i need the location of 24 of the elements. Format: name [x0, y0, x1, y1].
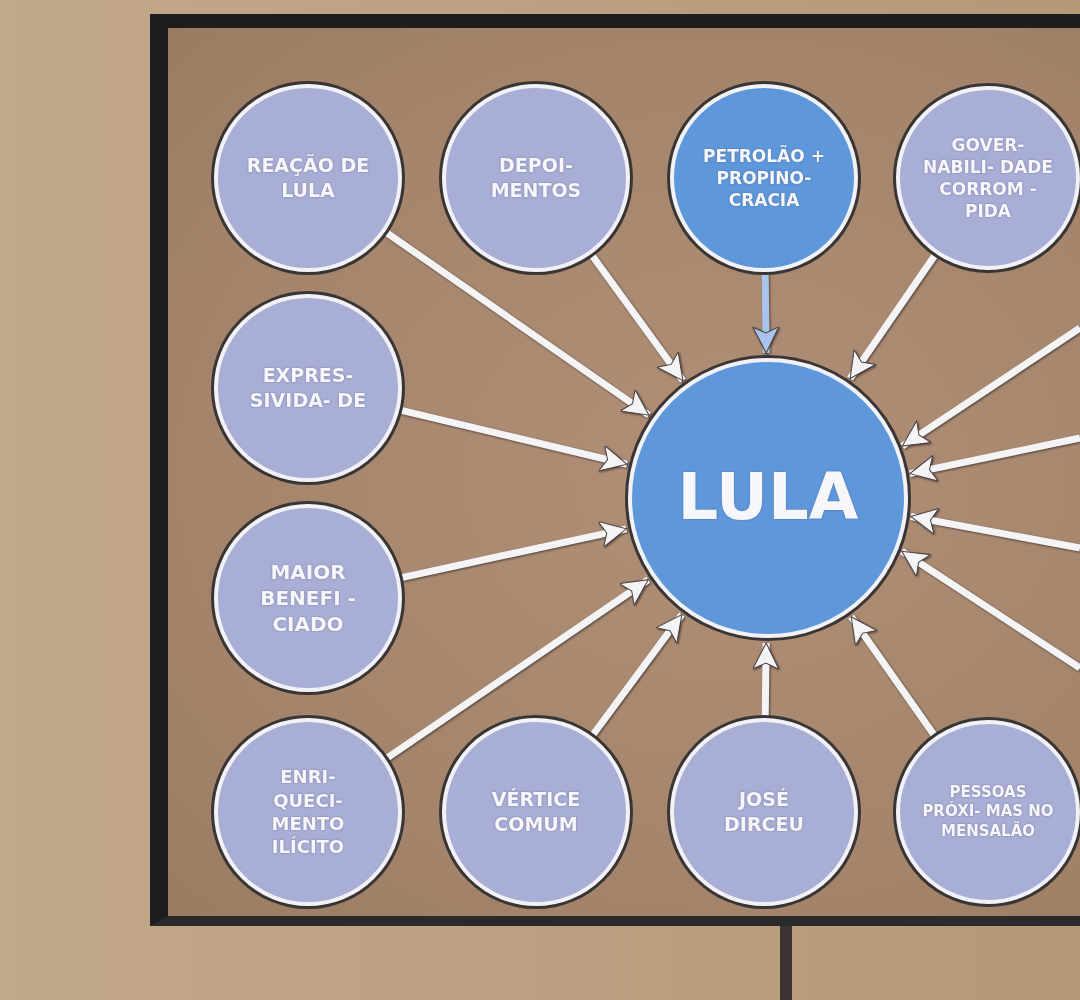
arrow: [752, 273, 780, 354]
topic-label: MAIOR BENEFI -CIADO: [259, 559, 357, 637]
arrow: [899, 548, 1080, 671]
topic-label: PESSOAS PRÓXI- MAS NO MENSALÃO: [921, 782, 1055, 842]
topic-label: VÉRTICE COMUM: [490, 787, 582, 837]
topic-label: DEPOI- MENTOS: [489, 153, 583, 203]
arrow: [401, 521, 628, 582]
arrow: [589, 253, 686, 383]
arrow: [847, 253, 938, 381]
arrow: [400, 406, 628, 472]
topic-label: LULA: [676, 459, 860, 537]
topic-label: GOVER- NABILI- DADE CORROM -PIDA: [923, 133, 1053, 223]
arrow: [590, 612, 685, 737]
arrow: [900, 325, 1080, 449]
topic-label: JOSÉ DIRCEU: [723, 787, 805, 837]
arrow: [910, 508, 1080, 552]
topic-label: PETROLÃO + PROPINO- CRACIA: [702, 144, 826, 212]
arrow: [385, 576, 651, 761]
arrow: [752, 642, 780, 717]
topic-label: REAÇÃO DE LULA: [245, 153, 371, 203]
topic-label: EXPRES- SIVIDA- DE: [248, 363, 368, 413]
arrow: [384, 229, 651, 419]
topic-label: ENRI- QUECI- MENTO ILÍCITO: [270, 765, 346, 859]
arrow: [909, 434, 1080, 482]
